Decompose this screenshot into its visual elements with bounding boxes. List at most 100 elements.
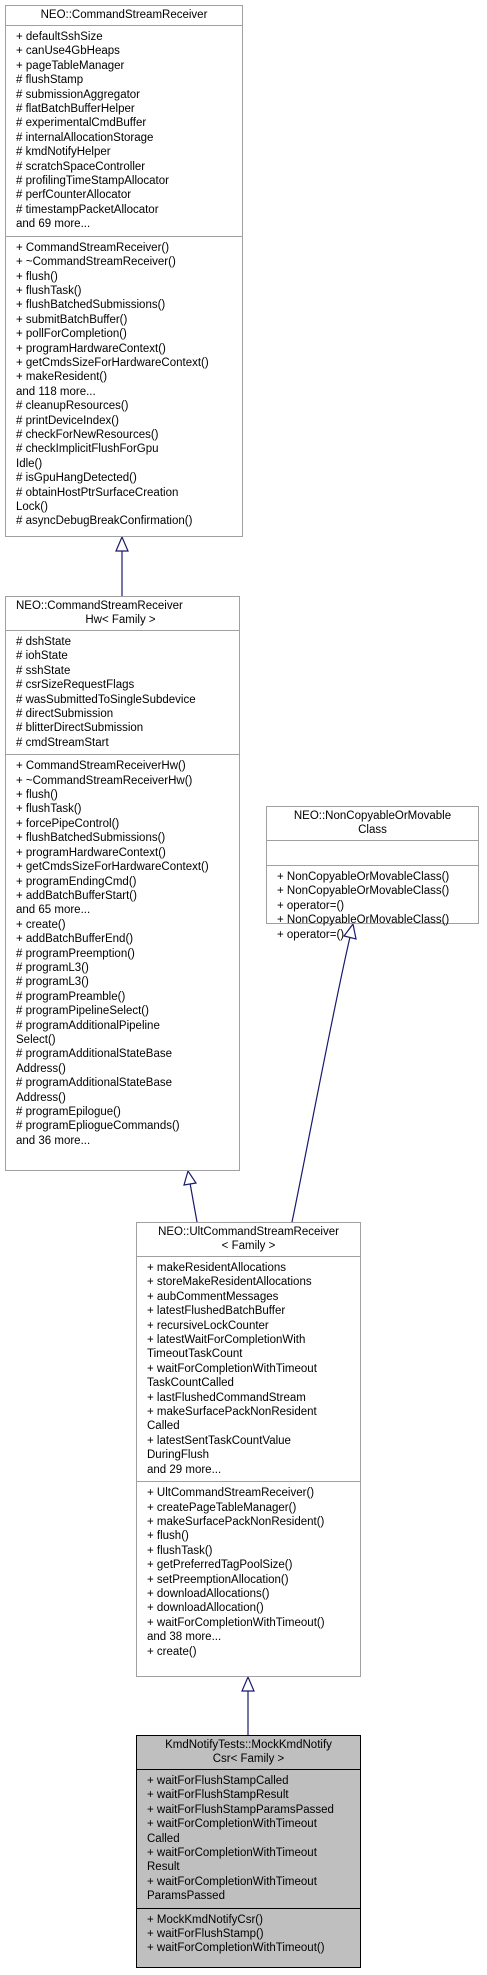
attribute-row: Called [147, 1832, 180, 1845]
class-ult-command-stream-receiver[interactable]: NEO::UltCommandStreamReceiver < Family >… [136, 1222, 361, 1677]
method-row: # isGpuHangDetected() [16, 472, 137, 485]
method-row: + UltCommandStreamReceiver() [147, 1487, 315, 1500]
method-row: Address() [16, 1062, 66, 1075]
method-row: + CommandStreamReceiverHw() [16, 760, 186, 773]
method-row: + addBatchBufferEnd() [16, 933, 134, 946]
method-row: Select() [16, 1033, 56, 1046]
title-line: < Family > [221, 1240, 276, 1252]
attribute-row: + makeSurfacePackNonResident [147, 1406, 317, 1419]
method-row: # printDeviceIndex() [16, 414, 119, 427]
method-row: + getCmdsSizeForHardwareContext() [16, 356, 209, 369]
method-row: # programL3() [16, 961, 89, 974]
method-row: + pollForCompletion() [16, 328, 127, 341]
attribute-row: DuringFlush [147, 1449, 209, 1462]
attribute-row: TimeoutTaskCount [147, 1348, 243, 1361]
title-line: NEO::CommandStreamReceiver [16, 600, 183, 612]
method-row: + waitForCompletionWithTimeout() [147, 1942, 325, 1955]
method-row: + operator=() [277, 928, 345, 941]
attribute-row: # profilingTimeStampAllocator [16, 175, 169, 188]
class-title: NEO::CommandStreamReceiver Hw< Family > [6, 597, 239, 631]
method-row: + makeSurfacePackNonResident() [147, 1515, 325, 1528]
method-row: + waitForFlushStamp() [147, 1928, 264, 1941]
attribute-row: # blitterDirectSubmission [16, 722, 144, 735]
attribute-row: # dshState [16, 636, 71, 648]
method-row: + flush() [16, 270, 58, 283]
method-row: + programEndingCmd() [16, 875, 137, 888]
method-row: + programHardwareContext() [16, 846, 166, 859]
method-row: + flushBatchedSubmissions() [16, 832, 166, 845]
edge-ult-to-csrhw [189, 1182, 198, 1223]
method-row: Idle() [16, 457, 43, 470]
method-row: + setPreemptionAllocation() [147, 1573, 289, 1586]
title-line: Csr< Family > [212, 1753, 285, 1765]
class-title: NEO::NonCopyableOrMovable Class [267, 807, 478, 841]
attribute-row: + recursiveLockCounter [147, 1319, 269, 1332]
method-row: # programAdditionalPipeline [16, 1019, 160, 1032]
attribute-row: + aubCommentMessages [147, 1290, 279, 1303]
method-row: + flushTask() [147, 1544, 213, 1557]
attribute-row: # perfCounterAllocator [16, 189, 132, 202]
class-mock-kmd-notify-csr[interactable]: KmdNotifyTests::MockKmdNotify Csr< Famil… [136, 1735, 361, 1968]
attribute-row: + storeMakeResidentAllocations [147, 1276, 312, 1289]
attribute-row: # csrSizeRequestFlags [16, 679, 135, 692]
method-row: + NonCopyableOrMovableClass() [277, 914, 450, 927]
class-command-stream-receiver[interactable]: NEO::CommandStreamReceiver + defaultSshS… [5, 5, 243, 537]
attribute-row: # iohState [16, 650, 68, 663]
attribute-row: ParamsPassed [147, 1890, 225, 1903]
attribute-row: TaskCountCalled [147, 1377, 234, 1390]
attribute-row: + waitForFlushStampCalled [147, 1775, 289, 1787]
attribute-row: # scratchSpaceController [16, 160, 146, 173]
class-non-copyable-or-movable[interactable]: NEO::NonCopyableOrMovable Class + NonCop… [266, 806, 479, 941]
attribute-row: # wasSubmittedToSingleSubdevice [16, 693, 196, 706]
method-row: + MockKmdNotifyCsr() [147, 1913, 263, 1926]
attribute-row: + waitForCompletionWithTimeout [147, 1847, 317, 1860]
method-row: + create() [147, 1645, 197, 1658]
method-row: + create() [16, 918, 66, 931]
attribute-row: Result [147, 1861, 180, 1874]
method-row: + flushBatchedSubmissions() [16, 299, 166, 312]
method-row: + getCmdsSizeForHardwareContext() [16, 861, 209, 874]
method-row: + operator=() [277, 899, 345, 912]
attribute-row: # directSubmission [16, 708, 114, 721]
class-title: KmdNotifyTests::MockKmdNotify Csr< Famil… [137, 1736, 360, 1770]
attributes-section: + waitForFlushStampCalled+ waitForFlushS… [137, 1770, 360, 1908]
method-row: # programAdditionalStateBase [16, 1048, 172, 1061]
method-row: # programPreamble() [16, 990, 126, 1003]
attribute-row: # kmdNotifyHelper [16, 146, 111, 159]
class-title: NEO::UltCommandStreamReceiver < Family > [137, 1223, 360, 1257]
method-row: + forcePipeControl() [16, 817, 120, 830]
arrowhead-noncopy [342, 922, 357, 940]
method-row: + flush() [16, 789, 58, 802]
attribute-row: + lastFlushedCommandStream [147, 1391, 306, 1404]
method-row: + waitForCompletionWithTimeout() [147, 1616, 325, 1629]
attribute-row: + pageTableManager [16, 59, 125, 72]
method-row: and 65 more... [16, 904, 91, 917]
attribute-row: # submissionAggregator [16, 88, 141, 101]
methods-section: + CommandStreamReceiverHw()+ ~CommandStr… [6, 754, 239, 1152]
method-row: + downloadAllocation() [147, 1602, 264, 1615]
arrowhead-csr [115, 535, 129, 552]
attributes-section [267, 841, 478, 865]
method-row: # checkForNewResources() [16, 428, 159, 441]
attribute-row: + canUse4GbHeaps [16, 45, 120, 58]
method-row: Lock() [16, 501, 48, 513]
attribute-row: + waitForCompletionWithTimeout [147, 1818, 317, 1831]
attribute-row: + latestWaitForCompletionWith [147, 1334, 306, 1347]
title-line: NEO::NonCopyableOrMovable [293, 810, 452, 822]
method-row: # programL3() [16, 976, 89, 989]
attribute-row: Called [147, 1420, 180, 1433]
method-row: and 118 more... [16, 385, 96, 398]
class-command-stream-receiver-hw[interactable]: NEO::CommandStreamReceiver Hw< Family > … [5, 596, 240, 1171]
method-row: # programEpliogueCommands() [16, 1120, 180, 1133]
method-row: + CommandStreamReceiver() [16, 241, 170, 254]
method-row: # asyncDebugBreakConfirmation() [16, 515, 193, 528]
attributes-section: # dshState# iohState# sshState# csrSizeR… [6, 631, 239, 754]
methods-section: + CommandStreamReceiver()+ ~CommandStrea… [6, 235, 242, 533]
attribute-row: + latestSentTaskCountValue [147, 1434, 291, 1447]
method-row: # programEpilogue() [16, 1106, 121, 1118]
method-row: + submitBatchBuffer() [16, 313, 128, 326]
attribute-row: + waitForCompletionWithTimeout [147, 1362, 317, 1375]
title-line: KmdNotifyTests::MockKmdNotify [165, 1739, 332, 1751]
attributes-section: + makeResidentAllocations+ storeMakeResi… [137, 1257, 360, 1481]
